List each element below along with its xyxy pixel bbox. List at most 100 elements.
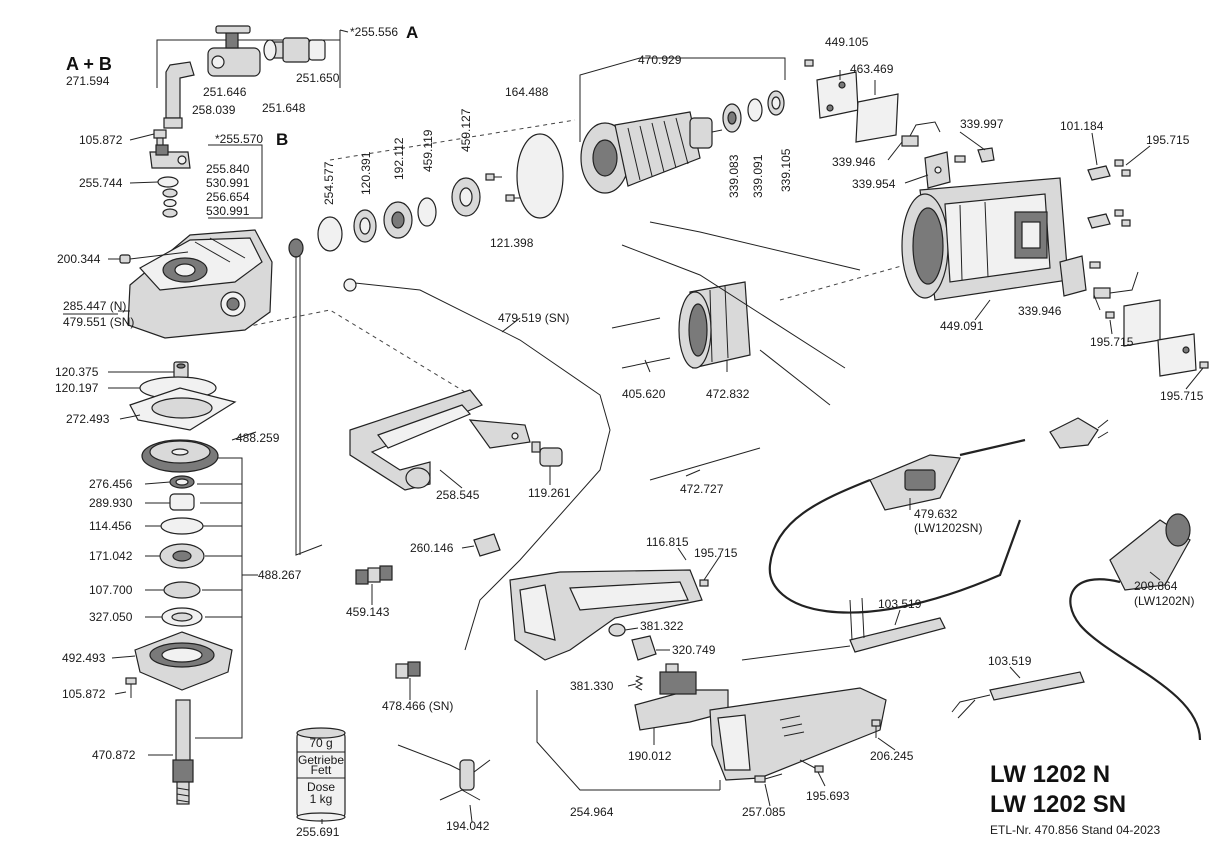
label-478466: 478.466 (SN) (382, 699, 453, 713)
label-209864: 209.864 (1134, 579, 1178, 593)
label-254577: 254.577 (322, 161, 336, 205)
label-121398: 121.398 (490, 236, 534, 250)
grease-can-255691 (296, 727, 346, 822)
label-472832: 472.832 (706, 387, 750, 401)
screws-405620 (611, 317, 671, 369)
label-255744: 255.744 (79, 176, 123, 190)
knob-119261 (531, 441, 563, 467)
label-105872-a: 105.872 (79, 133, 123, 147)
model-name-n: LW 1202 N (990, 761, 1110, 788)
label-381330: 381.330 (570, 679, 614, 693)
label-105872-b: 105.872 (62, 687, 106, 701)
handle-cover (709, 687, 887, 781)
bearing-339083 (722, 103, 742, 133)
label-255840: 255.840 (206, 162, 250, 176)
label-116815: 116.815 (646, 535, 689, 549)
group-a-letter: A (406, 23, 418, 42)
disc-164488 (516, 133, 564, 219)
label-459119: 459.119 (421, 129, 435, 172)
label-195715-b: 195.715 (1090, 335, 1134, 349)
group-labels: A + B 271.594 *255.556 A *255.570 B (66, 23, 418, 149)
brush-339946-a (901, 121, 941, 147)
label-327050: 327.050 (89, 610, 133, 624)
bevel-gear (141, 439, 219, 473)
label-381322: 381.322 (640, 619, 684, 633)
label-339997: 339.997 (960, 117, 1004, 131)
label-107700: 107.700 (89, 583, 133, 597)
group-ab-label: A + B (66, 54, 112, 74)
label-114456: 114.456 (89, 519, 132, 533)
label-195715-a: 195.715 (1146, 133, 1190, 147)
valve-fitting (271, 37, 326, 63)
flange-492493 (134, 631, 233, 691)
label-120197: 120.197 (55, 381, 99, 395)
bearing-339105 (767, 90, 785, 116)
model-title: LW 1202 N LW 1202 SN ETL-Nr. 470.856 Sta… (990, 761, 1160, 837)
gear-housing (127, 229, 273, 339)
label-200344: 200.344 (57, 252, 101, 266)
valve-oring (263, 39, 277, 61)
label-459143: 459.143 (346, 605, 390, 619)
screw-195693 (799, 759, 824, 773)
label-339105: 339.105 (779, 148, 793, 192)
handle-bracket (536, 690, 721, 791)
ring-459119 (417, 197, 437, 227)
group-ab-number: 271.594 (66, 74, 110, 88)
group-b-bracket (208, 144, 263, 219)
armature-470929 (580, 111, 723, 194)
label-339091: 339.091 (751, 154, 765, 198)
label-470929: 470.929 (638, 53, 682, 67)
spring-381330 (634, 675, 644, 691)
model-name-sn: LW 1202 SN (990, 791, 1126, 818)
label-103519-a: 103.519 (878, 597, 922, 611)
grease-line3: Dose (307, 780, 335, 794)
group-a-bracket (156, 29, 349, 88)
label-195715-c: 195.715 (1160, 389, 1204, 403)
elbow-fitting (163, 61, 195, 129)
brush-holder-right (1059, 255, 1101, 297)
label-479519: 479.519 (SN) (498, 311, 569, 325)
label-192112: 192.112 (392, 137, 406, 180)
group-b-letter: B (276, 130, 288, 149)
label-190012: 190.012 (628, 749, 672, 763)
handle-housing-116815 (509, 569, 703, 661)
label-260146: 260.146 (410, 541, 454, 555)
nut-120375 (173, 361, 189, 379)
washer-530991-a (162, 188, 178, 198)
cable-plug-209864 (1069, 513, 1202, 741)
group-a-number: *255.556 (350, 25, 398, 39)
label-255691: 255.691 (296, 825, 340, 839)
label-101184: 101.184 (1060, 119, 1104, 133)
oring-254577 (317, 216, 343, 252)
spindle-470872 (172, 699, 194, 805)
bearing-171042 (159, 543, 205, 569)
label-449091: 449.091 (940, 319, 984, 333)
label-449105: 449.105 (825, 35, 869, 49)
label-251650: 251.650 (296, 71, 340, 85)
oring-255744 (157, 176, 179, 188)
clip-339997 (977, 147, 995, 163)
label-257085: 257.085 (742, 805, 786, 819)
ring-339091 (747, 98, 763, 122)
screw-195715-d (699, 579, 709, 587)
label-195693: 195.693 (806, 789, 850, 803)
gasket-463469 (855, 93, 899, 143)
grease-line1: Getriebe (298, 753, 344, 767)
label-258545: 258.545 (436, 488, 480, 502)
stator-wires (621, 221, 861, 406)
label-479632-sub: (LW1202SN) (914, 521, 982, 535)
clamp-101184-b (1087, 209, 1131, 229)
label-251646: 251.646 (203, 85, 247, 99)
bush-276456 (169, 475, 195, 489)
label-256654: 256.654 (206, 190, 250, 204)
washer-256654 (163, 198, 177, 208)
label-530991-b: 530.991 (206, 204, 250, 218)
label-492493: 492.493 (62, 651, 106, 665)
brush-holder-339954 (924, 151, 966, 189)
label-171042: 171.042 (89, 549, 133, 563)
label-194042: 194.042 (446, 819, 490, 833)
label-488267: 488.267 (258, 568, 302, 582)
label-405620: 405.620 (622, 387, 666, 401)
label-289930: 289.930 (89, 496, 133, 510)
